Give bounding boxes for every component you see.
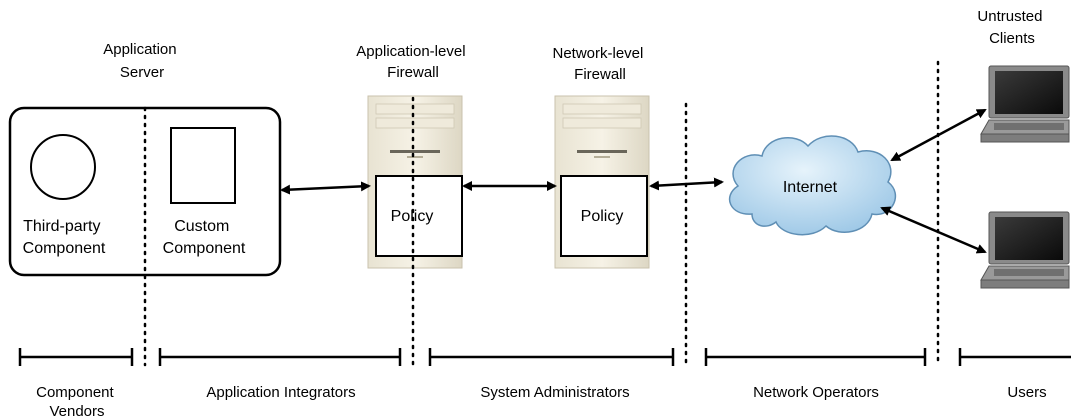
net-policy-label: Policy bbox=[581, 208, 624, 225]
untrusted-clients-title: Untrusted Clients bbox=[977, 8, 1046, 47]
laptop-icon bbox=[980, 211, 1070, 289]
net-firewall-title-line1: Network-level bbox=[552, 45, 643, 62]
app-firewall-title-line2: Firewall bbox=[387, 64, 439, 81]
arrow-internet-laptop-bottom bbox=[880, 206, 987, 254]
internet-cloud-icon bbox=[728, 135, 897, 236]
role-application-integrators: Application Integrators bbox=[206, 384, 355, 401]
custom-label-line1: Custom bbox=[174, 218, 229, 235]
third-party-label-line1: Third-party bbox=[23, 218, 100, 235]
app-firewall-title-line1: Application-level bbox=[356, 43, 465, 60]
internet-label: Internet bbox=[783, 179, 838, 196]
range-users bbox=[958, 348, 1071, 366]
role-component-vendors-line1: Component bbox=[36, 384, 114, 401]
app-policy-box bbox=[375, 175, 463, 257]
range-component-vendors bbox=[18, 348, 134, 366]
app-server-title-line2: Server bbox=[120, 64, 164, 81]
net-firewall-title-line2: Firewall bbox=[574, 66, 626, 83]
third-party-label-line2: Component bbox=[23, 240, 106, 257]
custom-component-square bbox=[170, 127, 236, 204]
role-users: Users bbox=[1007, 384, 1046, 401]
net-firewall-title: Network-level Firewall bbox=[552, 45, 647, 83]
laptop-icon bbox=[980, 65, 1070, 143]
role-system-administrators: System Administrators bbox=[480, 384, 629, 401]
third-party-component-circle bbox=[30, 134, 96, 200]
custom-label-line2: Component bbox=[163, 240, 246, 257]
custom-component-label: Custom Component bbox=[163, 218, 246, 257]
untrusted-clients-title-line1: Untrusted bbox=[977, 8, 1042, 25]
range-application-integrators bbox=[158, 348, 402, 366]
role-network-operators: Network Operators bbox=[753, 384, 879, 401]
role-component-vendors: Component Vendors bbox=[36, 384, 118, 420]
untrusted-clients-title-line2: Clients bbox=[989, 30, 1035, 47]
range-network-operators bbox=[704, 348, 927, 366]
role-component-vendors-line2: Vendors bbox=[49, 403, 104, 420]
app-server-title: Application Server bbox=[103, 41, 181, 81]
arrow-server-appfw bbox=[280, 181, 371, 195]
range-system-administrators bbox=[428, 348, 675, 366]
app-server-title-line1: Application bbox=[103, 41, 176, 58]
net-policy-box bbox=[560, 175, 648, 257]
app-policy-label: Policy bbox=[391, 208, 434, 225]
app-firewall-title: Application-level Firewall bbox=[356, 43, 469, 81]
third-party-component-label: Third-party Component bbox=[23, 218, 106, 257]
